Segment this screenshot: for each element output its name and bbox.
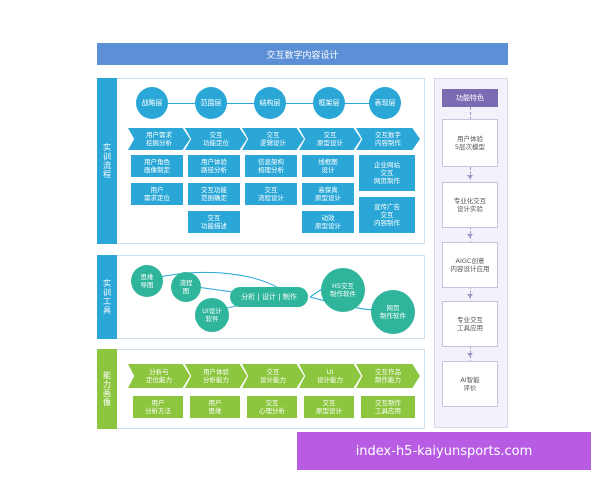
feature-item-1: 用户体验 5层次模型 — [442, 119, 498, 167]
layer-circle-skeleton: 框架层 — [313, 87, 345, 119]
tool-ui-software: UI设计 软件 — [195, 298, 229, 332]
process-box-col4-2: 高保真 原型设计 — [302, 183, 354, 205]
process-box-col5-1: 企业网站 交互 网页制作 — [359, 155, 415, 191]
watermark-banner: index-h5-kaiyunsports.com — [297, 432, 591, 470]
section-tools-label: 实训工具 — [97, 255, 117, 339]
ability-chevron-3: 交互 设计能力 — [242, 364, 304, 388]
tool-center-pill: 分析 | 设计 | 制作 — [230, 287, 308, 307]
tool-flowchart: 流程 图 — [171, 272, 201, 302]
layer-circle-strategy: 战略层 — [136, 87, 168, 119]
ability-chevron-1: 分析与 定位能力 — [128, 364, 190, 388]
diagram-title: 交互数字内容设计 — [97, 43, 508, 65]
tool-web-software: 网页 制作软件 — [371, 290, 415, 334]
process-box-col1-2: 用户 需求定位 — [131, 183, 183, 205]
layer-circle-surface: 表现层 — [369, 87, 401, 119]
feature-arrow-2 — [467, 234, 473, 238]
section-process-label: 实训流程 — [97, 78, 117, 244]
layer-circle-scope: 范围层 — [195, 87, 227, 119]
process-box-col2-1: 用户体验 路径分析 — [188, 155, 240, 177]
process-chevron-4: 交互 原型设计 — [299, 128, 361, 150]
process-box-col2-3: 交互 功能描述 — [188, 211, 240, 233]
process-chevron-1: 用户需求 挖掘分析 — [128, 128, 190, 150]
feature-arrow-1 — [467, 175, 473, 179]
feature-item-5: AI智能 评价 — [442, 361, 498, 407]
process-box-col1-1: 用户角色 画像制定 — [131, 155, 183, 177]
layer-circle-structure: 结构层 — [254, 87, 286, 119]
ability-chevron-2: 用户体验 分析能力 — [185, 364, 247, 388]
ability-method-5: 交互制作 工具应用 — [361, 396, 415, 418]
feature-item-3: AIGC创意 内容设计应用 — [442, 242, 498, 288]
process-chevron-2: 交互 功能定位 — [185, 128, 247, 150]
feature-item-2: 专业化交互 设计实验 — [442, 182, 498, 228]
ability-method-4: 交互 原型设计 — [304, 396, 354, 418]
ability-chevron-4: UI 设计能力 — [299, 364, 361, 388]
process-chevron-3: 交互 逻辑设计 — [242, 128, 304, 150]
ability-method-2: 用户 思维 — [190, 396, 240, 418]
ability-chevron-5: 交互作品 制作能力 — [356, 364, 420, 388]
process-box-col5-2: 宣传广告 交互 内容制作 — [359, 197, 415, 233]
tool-h5-software: H5交互 制作软件 — [321, 268, 365, 312]
feature-arrow-4 — [467, 353, 473, 357]
process-box-col3-2: 交互 流程设计 — [245, 183, 297, 205]
features-header: 功能特色 — [442, 89, 498, 107]
process-box-col3-1: 信息架构 梳理分析 — [245, 155, 297, 177]
process-box-col2-2: 交互功能 范围确定 — [188, 183, 240, 205]
process-chevron-5: 交互数字 内容制作 — [356, 128, 420, 150]
process-box-col4-3: 动效 原型设计 — [302, 211, 354, 233]
ability-method-3: 交互 心理分析 — [247, 396, 297, 418]
tool-mindmap: 思维 导图 — [131, 265, 163, 297]
section-ability-label: 能力画像 — [97, 349, 117, 429]
feature-arrow-3 — [467, 294, 473, 298]
ability-method-1: 用户 分析方法 — [133, 396, 183, 418]
process-box-col4-1: 线框图 设计 — [302, 155, 354, 177]
feature-item-4: 专业交互 工具应用 — [442, 301, 498, 347]
